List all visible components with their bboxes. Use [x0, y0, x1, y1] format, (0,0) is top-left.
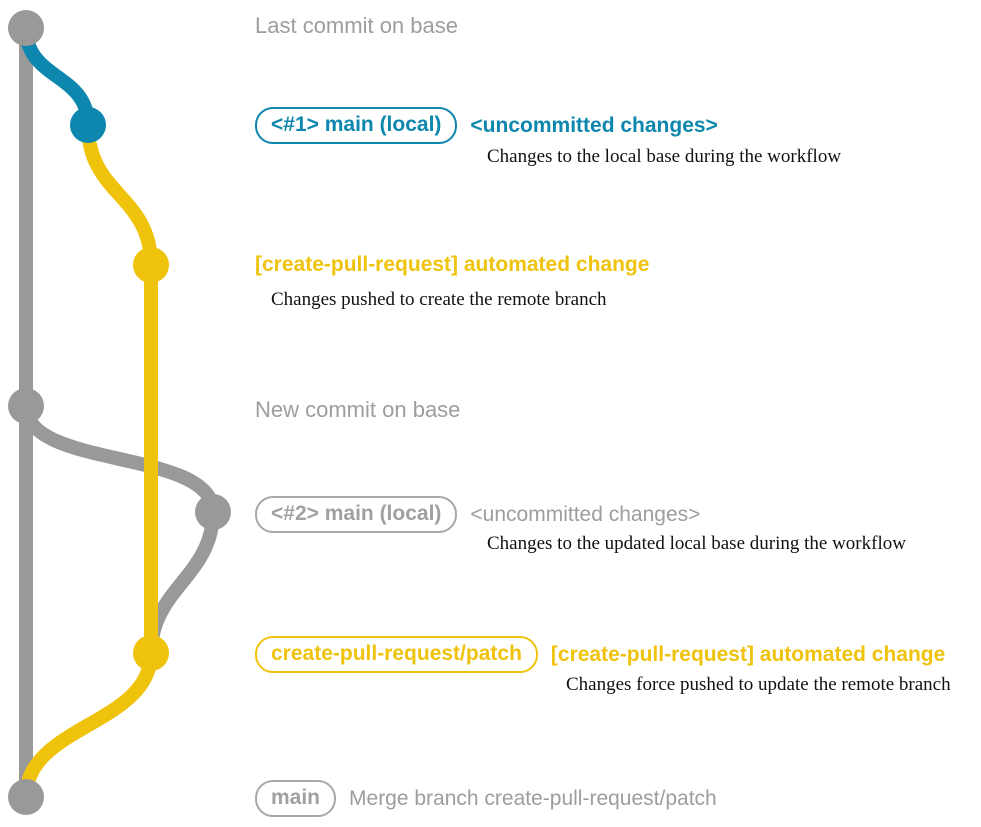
local2-to-patch2-line: [144, 505, 220, 660]
commit-row-merge: main Merge branch create-pull-request/pa…: [255, 780, 717, 817]
base-new-node[interactable]: [8, 388, 44, 424]
subject-local-2: <uncommitted changes>: [470, 502, 701, 526]
commit-row-patch-1: [create-pull-request] automated change: [255, 253, 649, 277]
commit-row-patch-2: create-pull-request/patch [create-pull-r…: [255, 636, 945, 673]
note-patch-1: Changes pushed to create the remote bran…: [271, 289, 607, 310]
heading-new-commit-on-base: New commit on base: [255, 397, 461, 422]
commit-row-local-2: <#2> main (local) <uncommitted changes>: [255, 496, 700, 533]
row-spacer: [538, 654, 551, 655]
chip-local-1[interactable]: <#1> main (local): [255, 107, 458, 144]
heading-last-commit-on-base: Last commit on base: [255, 13, 458, 38]
row-spacer: [457, 125, 470, 126]
patch2-to-merge-line: [19, 646, 158, 804]
base-head-node[interactable]: [8, 10, 44, 46]
local-1-node[interactable]: [70, 107, 106, 143]
patch-1-node[interactable]: [133, 247, 169, 283]
chip-patch-2[interactable]: create-pull-request/patch: [255, 636, 538, 673]
commit-row-local-1: <#1> main (local) <uncommitted changes>: [255, 107, 718, 144]
merge-node[interactable]: [8, 779, 44, 815]
base-to-local2-line: [19, 399, 220, 519]
local-2-node[interactable]: [195, 494, 231, 530]
subject-merge: Merge branch create-pull-request/patch: [349, 786, 717, 810]
note-local-2: Changes to the updated local base during…: [487, 533, 906, 554]
subject-patch-2: [create-pull-request] automated change: [550, 642, 946, 666]
chip-local-2[interactable]: <#2> main (local): [255, 496, 458, 533]
note-patch-2: Changes force pushed to update the remot…: [566, 674, 951, 695]
subject-patch-1: [create-pull-request] automated change: [255, 253, 650, 276]
chip-merge[interactable]: main: [255, 780, 337, 817]
subject-local-1: <uncommitted changes>: [470, 113, 718, 137]
row-spacer: [457, 514, 470, 515]
note-local-1: Changes to the local base during the wor…: [487, 146, 842, 167]
patch-2-node[interactable]: [133, 635, 169, 671]
local1-to-patch1-line: [81, 118, 158, 272]
row-spacer: [336, 798, 349, 799]
